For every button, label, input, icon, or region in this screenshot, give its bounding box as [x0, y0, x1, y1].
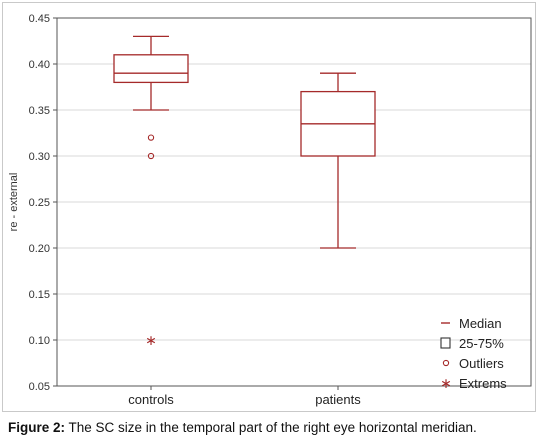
caption-text: The SC size in the temporal part of the …: [65, 420, 477, 435]
y-tick-label: 0.30: [29, 151, 50, 163]
y-tick-label: 0.05: [29, 381, 50, 393]
y-tick-label: 0.10: [29, 335, 50, 347]
legend-item-25-75-: 25-75%: [440, 336, 504, 351]
outlier-point: [147, 152, 155, 160]
extreme-point: ∗: [145, 333, 157, 349]
box-controls: ∗: [113, 35, 189, 349]
caption-label: Figure 2:: [8, 420, 66, 435]
y-tick-label: 0.45: [29, 13, 50, 25]
x-tick-label: patients: [315, 392, 361, 407]
x-tick-label: controls: [128, 392, 174, 407]
legend-label: Median: [459, 316, 502, 331]
chart-frame: 0.05 0.10 0.15 0.20 0.25 0.30 0.35 0.40 0.45 re -…: [2, 2, 536, 412]
y-tick-label: 0.15: [29, 289, 50, 301]
y-axis-label: re - external: [8, 173, 20, 232]
y-tick-label: 0.25: [29, 197, 50, 209]
legend-label: Extrems: [459, 376, 507, 391]
boxplot-chart: 0.05 0.10 0.15 0.20 0.25 0.30 0.35 0.40 0.45 re -…: [8, 13, 532, 407]
y-tick-label: 0.20: [29, 243, 50, 255]
legend-item-median: Median: [441, 316, 502, 331]
legend-extreme-swatch: ∗: [440, 376, 452, 392]
legend-outlier-swatch: [442, 359, 450, 367]
iqr-box: [113, 54, 189, 84]
y-tick-label: 0.40: [29, 59, 50, 71]
legend-box-swatch: [440, 337, 451, 349]
plot-area-border: [56, 17, 532, 387]
legend-item-outliers: Outliers: [442, 356, 504, 371]
legend-label: 25-75%: [459, 336, 504, 351]
outlier-point: [147, 134, 155, 141]
figure-caption: Figure 2: The SC size in the temporal pa…: [8, 420, 536, 435]
y-tick-label: 0.35: [29, 105, 50, 117]
legend-label: Outliers: [459, 356, 504, 371]
legend-item-extrems: ∗ Extrems: [440, 376, 507, 392]
box-patients: [300, 72, 376, 249]
